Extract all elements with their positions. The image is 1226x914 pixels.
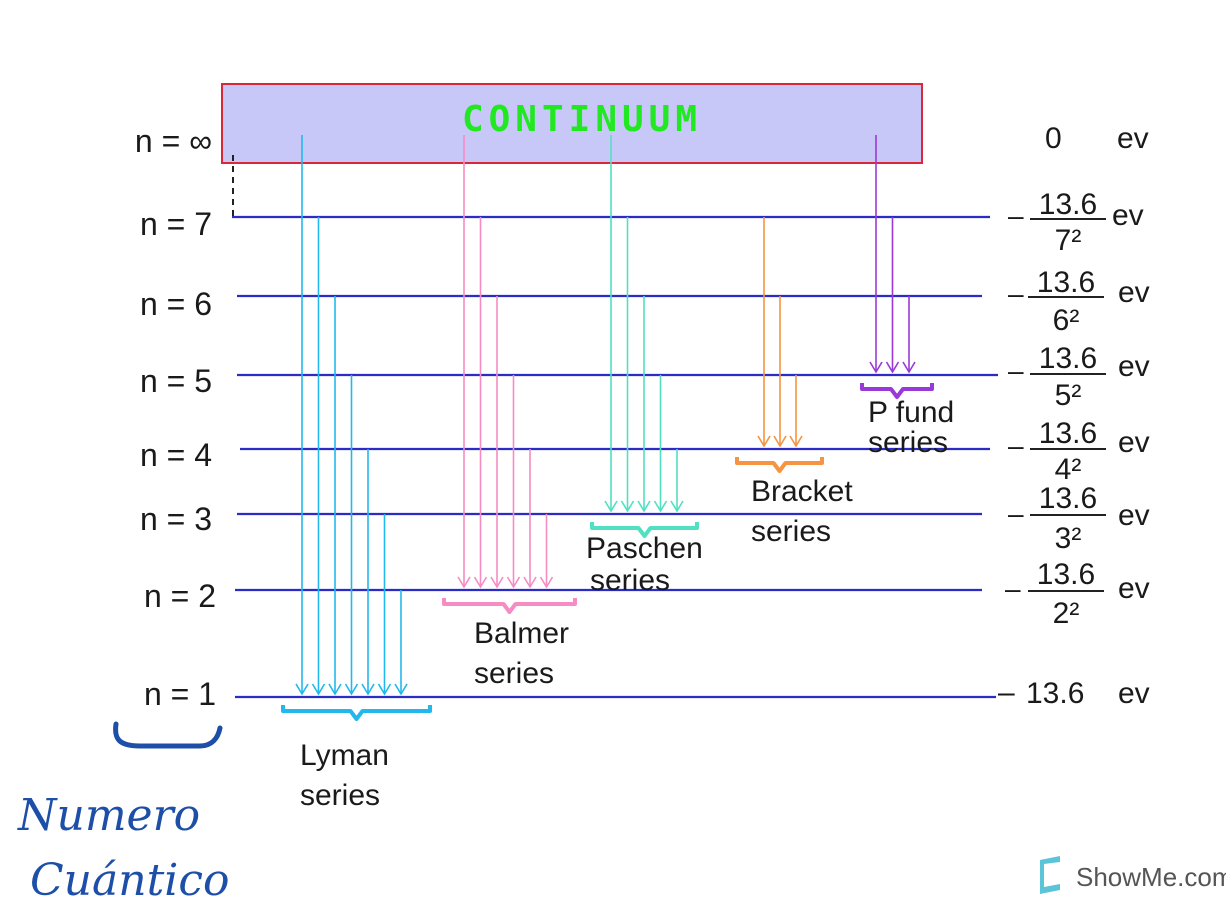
level-label-3: n = 3 xyxy=(140,501,212,537)
pfund-transition-arrow xyxy=(902,296,916,374)
energy-label-7: – 13.6 7² ev xyxy=(1008,188,1144,257)
level-label-2: n = 2 xyxy=(144,578,216,614)
lyman-brace xyxy=(281,705,432,721)
series-label-lyman: Lyman xyxy=(300,739,389,772)
energy-unit: ev xyxy=(1118,350,1150,383)
lyman-transition-arrow xyxy=(311,217,326,696)
level-label-4: n = 4 xyxy=(140,437,212,473)
balmer-transition-arrow xyxy=(490,296,504,589)
energy-unit: ev xyxy=(1118,572,1150,605)
paschen-transition-arrow xyxy=(604,135,618,513)
series-label-bracket-2: series xyxy=(751,515,831,548)
energy-numerator: 13.6 xyxy=(1037,558,1095,591)
series-label-paschen: Paschen xyxy=(586,532,703,565)
bracket-brace xyxy=(735,457,824,473)
lyman-transition-arrow xyxy=(361,449,375,696)
energy-denominator: 5² xyxy=(1055,379,1082,412)
handwritten-numero: Numero xyxy=(17,790,200,841)
energy-unit: ev xyxy=(1112,199,1144,232)
bracket-transition-arrow xyxy=(773,296,787,448)
showme-logo: ShowMe.com xyxy=(1040,856,1226,894)
energy-denominator: 4² xyxy=(1055,453,1082,486)
series-label-bracket: Bracket xyxy=(751,475,853,508)
energy-label-5: – 13.6 5² ev xyxy=(1008,342,1150,412)
lyman-transition-arrow xyxy=(394,590,408,696)
paschen-transition-arrow xyxy=(670,449,684,513)
energy-label-4: – 13.6 4² ev xyxy=(1008,417,1150,486)
lyman-transition-arrow xyxy=(328,296,342,696)
minus-sign: – xyxy=(1008,278,1024,309)
level-label-inf: n = ∞ xyxy=(135,123,212,159)
energy-label-3: – 13.6 3² ev xyxy=(1008,482,1150,555)
pfund-brace xyxy=(860,383,934,399)
continuum-box xyxy=(221,83,923,164)
lyman-transition-arrow xyxy=(344,375,359,696)
series-label-balmer: Balmer xyxy=(474,617,569,650)
energy-label-2: – 13.6 2² ev xyxy=(1005,558,1150,630)
lyman-transition-arrow xyxy=(377,514,392,696)
energy-label-1: – 13.6 ev xyxy=(998,676,1150,710)
lyman-transition-arrow xyxy=(295,135,309,696)
energy-numerator: 13.6 xyxy=(1039,482,1097,515)
balmer-transition-arrow xyxy=(523,449,537,589)
balmer-transition-arrow xyxy=(506,375,521,589)
handwritten-cuantico: Cuántico xyxy=(30,855,229,906)
continuum-label: CONTINUUM xyxy=(462,99,702,140)
level-label-1: n = 1 xyxy=(144,676,216,712)
energy-denominator: 6² xyxy=(1053,304,1080,337)
paschen-transition-arrow xyxy=(620,217,635,513)
energy-denominator: 7² xyxy=(1055,224,1082,257)
energy-value-inf: 0 xyxy=(1045,122,1062,155)
series-label-pfund: P fund xyxy=(868,396,954,429)
series-label-lyman-2: series xyxy=(300,779,380,812)
level-label-7: n = 7 xyxy=(140,206,212,242)
energy-numerator: 13.6 xyxy=(1039,188,1097,221)
showme-logo-text: ShowMe.com xyxy=(1076,862,1226,892)
level-lines xyxy=(232,215,998,699)
bracket-transition-arrow xyxy=(757,217,771,448)
minus-sign: – xyxy=(1008,200,1024,231)
energy-value: 13.6 xyxy=(1026,677,1084,710)
series-label-pfund-2: series xyxy=(868,426,948,459)
series-braces xyxy=(281,383,934,721)
minus-sign: – xyxy=(1008,355,1024,386)
energy-unit: ev xyxy=(1118,426,1150,459)
energy-label-6: – 13.6 6² ev xyxy=(1008,266,1150,337)
paschen-transition-arrow xyxy=(637,296,651,513)
level-label-5: n = 5 xyxy=(140,363,212,399)
pfund-transition-arrow xyxy=(869,135,883,374)
energy-denominator: 2² xyxy=(1053,597,1080,630)
energy-unit-inf: ev xyxy=(1117,122,1149,155)
energy-unit: ev xyxy=(1118,499,1150,532)
series-label-balmer-2: series xyxy=(474,657,554,690)
balmer-transition-arrow xyxy=(539,514,554,589)
transitions xyxy=(295,135,916,696)
pfund-transition-arrow xyxy=(885,217,900,374)
energy-unit: ev xyxy=(1118,276,1150,309)
minus-sign: – xyxy=(1008,430,1024,461)
energy-unit: ev xyxy=(1118,677,1150,710)
handwritten-underline xyxy=(113,721,223,749)
minus-sign: – xyxy=(998,676,1015,709)
paschen-transition-arrow xyxy=(653,375,668,513)
level-label-6: n = 6 xyxy=(140,286,212,322)
energy-numerator: 13.6 xyxy=(1039,342,1097,375)
series-label-paschen-2: series xyxy=(590,564,670,597)
energy-numerator: 13.6 xyxy=(1037,266,1095,299)
balmer-brace xyxy=(442,598,577,614)
balmer-transition-arrow xyxy=(457,135,471,589)
paschen-brace xyxy=(590,522,699,538)
minus-sign: – xyxy=(1008,498,1024,529)
minus-sign: – xyxy=(1005,573,1021,604)
bracket-transition-arrow xyxy=(789,375,803,448)
balmer-transition-arrow xyxy=(473,217,488,589)
energy-denominator: 3² xyxy=(1055,522,1082,555)
energy-numerator: 13.6 xyxy=(1039,417,1097,450)
showme-logo-icon-inner xyxy=(1044,862,1060,887)
